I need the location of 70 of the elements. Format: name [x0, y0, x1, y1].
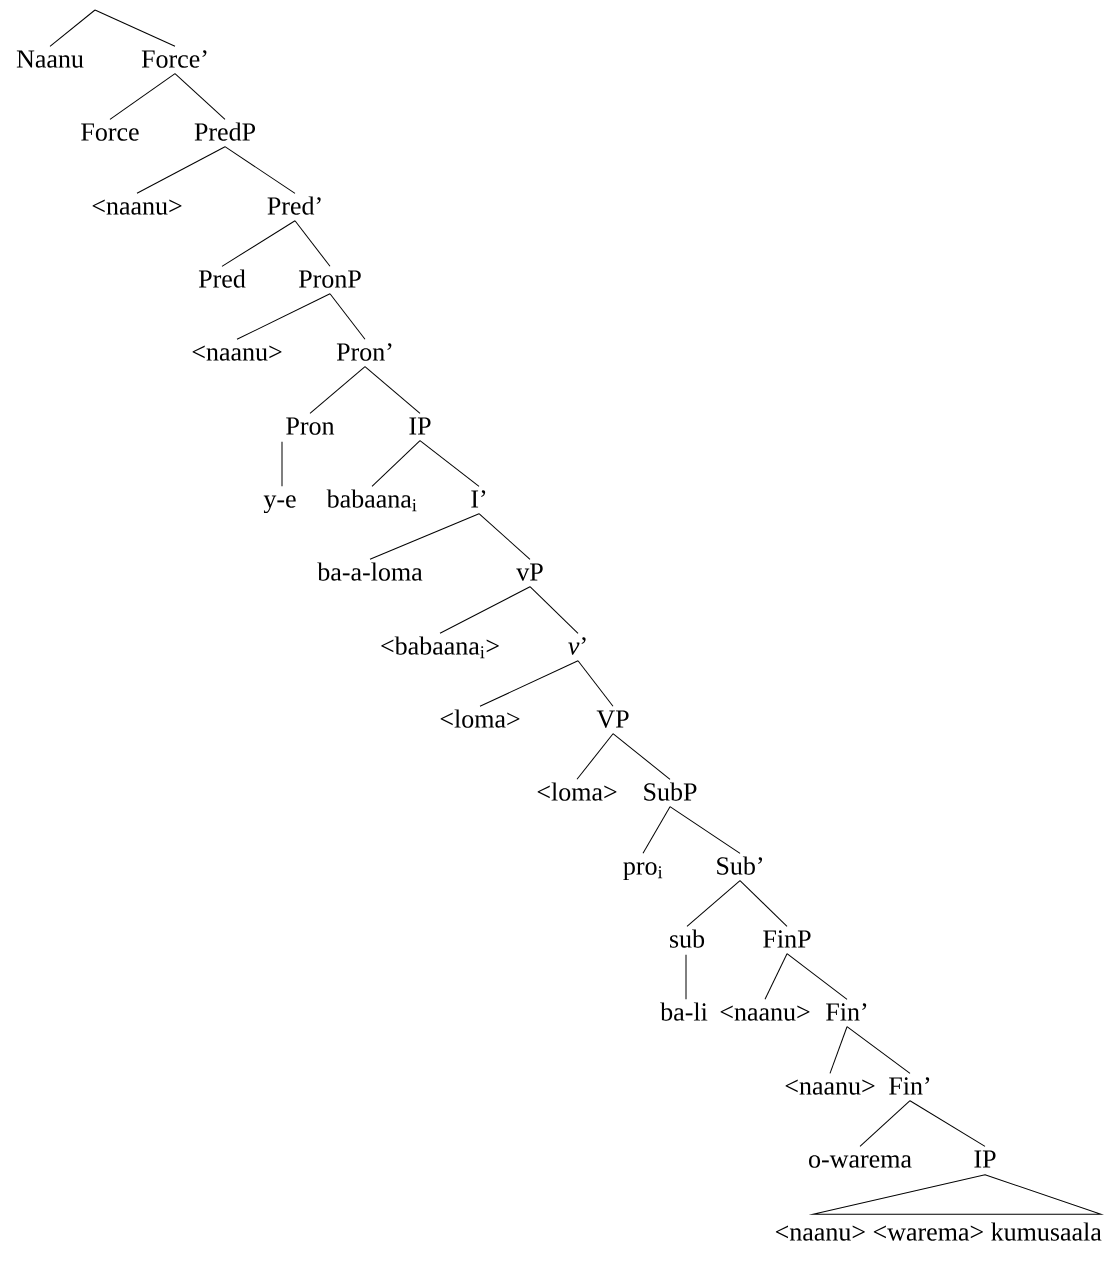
category-label: <loma>	[537, 782, 617, 801]
category-label: IP	[409, 417, 431, 435]
branch-line	[764, 953, 788, 1000]
category-label: Force’	[141, 50, 207, 68]
category-label: PronP	[298, 270, 361, 288]
category-label: I’	[471, 490, 486, 508]
triangle-branch	[812, 1174, 1102, 1215]
branch-line	[49, 9, 96, 47]
category-label: o-warema	[809, 1155, 912, 1168]
branch-line	[829, 1026, 848, 1074]
branch-line	[309, 366, 366, 414]
branch-line	[109, 73, 176, 120]
category-label: <naanu>	[720, 1005, 810, 1021]
category-label: <naanu>	[192, 345, 282, 361]
category-label: PredP	[194, 122, 256, 141]
category-label: Pron	[286, 417, 335, 435]
category-label: Sub’	[717, 856, 763, 875]
category-label: <naanu>	[785, 1079, 875, 1095]
branch-line	[329, 293, 366, 340]
category-label: <naanu> <warema> kumusaala	[775, 1222, 1102, 1241]
branch-line	[577, 660, 614, 707]
category-label: sub	[670, 929, 705, 948]
branch-line	[576, 733, 614, 780]
branch-line	[281, 441, 283, 487]
category-label: Force	[81, 123, 139, 141]
category-label: ba-li	[660, 1002, 708, 1021]
category-label: y-e	[263, 495, 296, 514]
branch-line	[479, 660, 579, 707]
category-label: v’	[568, 637, 586, 655]
branch-line	[419, 440, 480, 487]
category-label: Fin’	[826, 1003, 867, 1021]
branch-line	[371, 440, 421, 487]
category-label: <babaana$_{i}$>	[381, 636, 499, 659]
category-label: Naanu	[16, 50, 84, 68]
category-label: VP	[596, 710, 629, 728]
branch-line	[909, 1100, 986, 1147]
category-label: Fin’	[889, 1077, 930, 1095]
branch-line	[612, 733, 671, 780]
branch-line	[174, 73, 226, 120]
category-label: SubP	[644, 782, 697, 801]
category-label: ba-a-loma	[317, 562, 423, 581]
branch-line	[221, 220, 296, 267]
category-label: babaana$_{i}$	[326, 489, 417, 512]
branch-line	[294, 220, 331, 267]
branch-line	[846, 1026, 911, 1074]
category-label: Pron’	[336, 343, 392, 361]
category-label: <naanu>	[92, 199, 182, 215]
branch-line	[478, 513, 531, 560]
category-label: IP	[974, 1150, 996, 1168]
branch-line	[739, 880, 788, 927]
branch-line	[236, 293, 331, 340]
category-label: vP	[516, 563, 543, 581]
branch-line	[369, 513, 480, 560]
branch-line	[686, 880, 741, 927]
branch-line	[529, 586, 579, 634]
branch-line	[685, 954, 687, 1000]
category-label: Pred	[198, 269, 246, 288]
category-label: Pred’	[267, 196, 321, 215]
category-label: <loma>	[440, 709, 520, 728]
branch-line	[859, 1100, 911, 1147]
branch-line	[439, 586, 531, 634]
branch-line	[364, 366, 421, 414]
branch-line	[642, 806, 671, 854]
branch-line	[669, 806, 741, 854]
category-label: pro$_{i}$	[623, 862, 663, 881]
branch-line	[94, 9, 176, 47]
branch-line	[136, 146, 226, 194]
branch-line	[786, 953, 848, 1000]
category-label: FinP	[763, 930, 811, 948]
branch-line	[224, 146, 296, 194]
